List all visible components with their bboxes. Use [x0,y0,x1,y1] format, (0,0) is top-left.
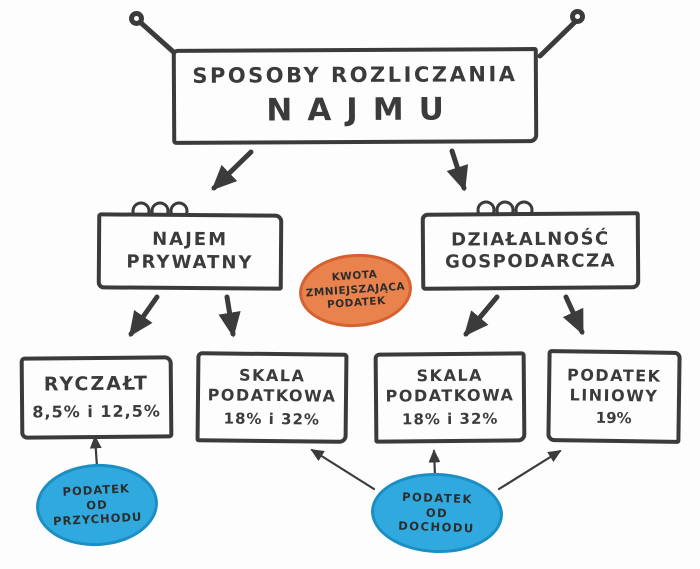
arrow-dzialalnosc-to-skala2 [463,294,500,337]
skala2-line2: PODATKOWA [385,385,515,406]
node-podatek-liniowy: PODATEK LINIOWY 19% [546,349,682,444]
skala1-line1: SKALA [238,365,306,386]
bubble-podatek-od-przychodu: PODATEK OD PRZYCHODU [33,460,161,550]
liniowy-line2: LINIOWY [569,385,659,406]
liniowy-line1: PODATEK [566,364,662,386]
skala2-line1: SKALA [416,365,484,386]
liniowy-line3: 19% [595,408,632,427]
dzialalnosc-line1: DZIAŁALNOŚĆ [451,227,610,251]
skala1-line3: 18% i 32% [223,409,321,429]
bubble-kwota-zmniejszajaca-podatek: KWOTA ZMNIEJSZAJĄCA PODATEK [296,250,415,331]
title-line2: NAJMU [266,91,459,129]
node-dzialalnosc-gospodarcza: DZIAŁALNOŚĆ GOSPODARCZA [420,211,641,291]
ryczalt-line2: 8,5% i 12,5% [32,401,161,422]
node-skala-podatkowa-2: SKALA PODATKOWA 18% i 32% [373,351,527,444]
arrow-przychod-to-ryczalt [89,435,102,469]
arrow-dochod-to-liniowy [497,449,562,491]
arrow-dochod-to-skala1 [310,448,376,491]
dzialalnosc-line2: GOSPODARCZA [445,250,617,273]
bubble-podatek-od-dochodu: PODATEK OD DOCHODU [369,470,505,556]
dochod-line2: OD [425,505,449,520]
arrow-najem-to-skala1 [218,294,241,338]
pin-line-right [537,18,579,59]
przychod-line3: PRZYCHODU [52,510,143,529]
pin-left-icon [129,11,144,26]
pin-right-icon [570,9,585,24]
node-skala-podatkowa-1: SKALA PODATKOWA 18% i 32% [195,351,349,444]
arrow-banner-to-najem [211,149,254,191]
dochod-line1: PODATEK [401,489,474,506]
node-ryczalt: RYCZAŁT 8,5% i 12,5% [19,355,174,440]
node-najem-prywatny: NAJEM PRYWATNY [96,212,284,291]
arrow-najem-to-ryczalt [128,294,160,337]
najem-line1: NAJEM [152,228,229,251]
ryczalt-line1: RYCZAŁT [43,372,150,396]
arrow-banner-to-dzialalnosc [446,148,469,192]
title-line1: SPOSOBY ROZLICZANIA [192,62,518,88]
skala2-line3: 18% i 32% [401,409,499,429]
najem-line2: PRYWATNY [126,251,254,273]
kwota-line3: PODATEK [326,295,387,312]
title-banner: SPOSOBY ROZLICZANIA NAJMU [171,47,539,145]
dochod-line3: DOCHODU [397,519,475,536]
skala1-line2: PODATKOWA [207,385,337,406]
arrow-dzialalnosc-to-liniowy [562,294,585,336]
przychod-line2: OD [85,496,108,513]
